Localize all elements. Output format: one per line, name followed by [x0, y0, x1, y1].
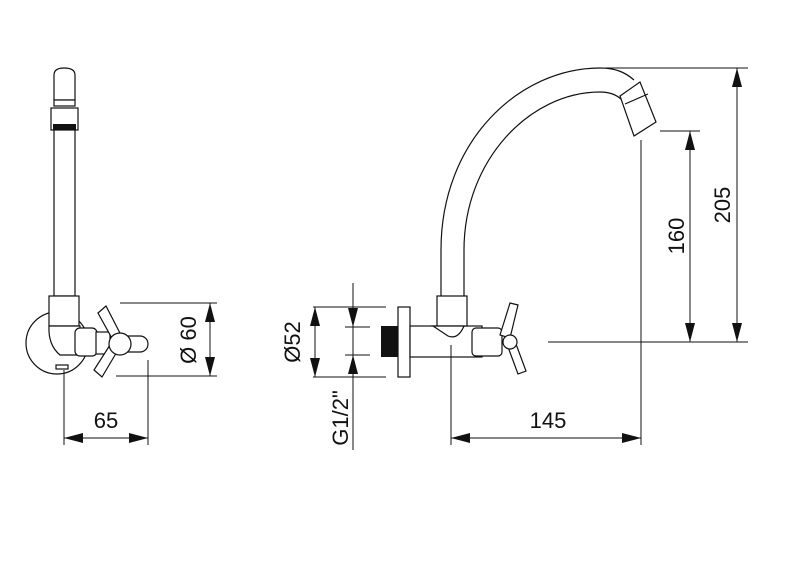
vertical-pipe	[53, 129, 76, 297]
dim-projection: 65	[94, 408, 118, 433]
dim-thread: G1/2"	[328, 390, 353, 446]
spout-inner	[463, 91, 623, 296]
dim-total-height: 205	[710, 187, 735, 224]
wall-flange	[397, 306, 411, 378]
spout-tip	[53, 67, 76, 101]
thread	[381, 326, 398, 357]
side-view: Ø 60 65	[25, 67, 217, 445]
front-view: Ø52 G1/2" 145 160 205	[280, 67, 748, 450]
dim-reach: 145	[530, 408, 567, 433]
dim-outlet-height: 160	[664, 218, 689, 255]
dim-rosette-diameter: Ø 60	[176, 316, 201, 364]
dim-flange-diameter: Ø52	[280, 321, 305, 363]
spout-aerator	[619, 81, 657, 137]
handle-arm-top	[499, 302, 519, 339]
spout-outer	[440, 67, 635, 296]
